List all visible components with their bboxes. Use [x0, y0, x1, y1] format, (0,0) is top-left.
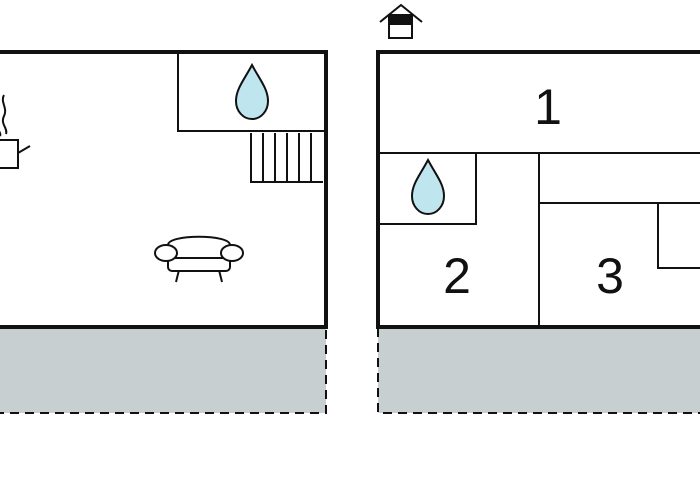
kitchen-icon — [0, 94, 31, 169]
interior-walls-right — [379, 152, 700, 326]
bathroom-wall-left — [177, 52, 326, 132]
room-3-label: 3 — [596, 248, 624, 304]
outer-wall-right — [376, 50, 700, 329]
house-entrance-icon — [379, 3, 423, 39]
terrace-right — [378, 328, 700, 413]
terrace-left-border — [0, 328, 327, 414]
water-drop-icon-right — [410, 157, 446, 216]
stairs-icon — [250, 133, 323, 183]
sofa-icon — [154, 235, 244, 283]
water-drop-icon — [234, 62, 270, 121]
room-1-label: 1 — [534, 79, 562, 135]
outer-wall-left — [0, 50, 328, 329]
room-2-label: 2 — [443, 248, 471, 304]
floor-left — [0, 50, 328, 414]
terrace-right-border — [377, 328, 700, 414]
floor-right: 1 2 3 — [376, 3, 700, 414]
terrace-left — [0, 328, 326, 413]
